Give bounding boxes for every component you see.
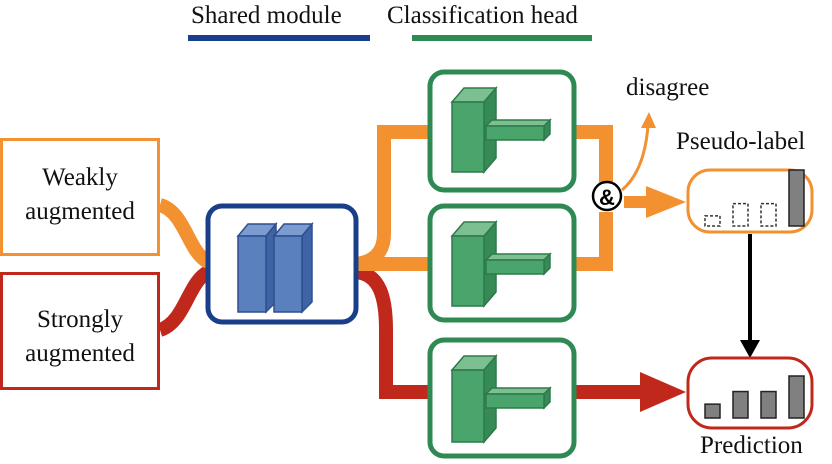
disagree-arrowhead	[641, 112, 656, 128]
combine-node	[591, 180, 623, 212]
strong-line-2: augmented	[25, 340, 135, 367]
prediction-title: Prediction	[700, 432, 803, 459]
shared-module-icon	[236, 221, 314, 314]
pred-bar-2	[732, 390, 749, 419]
supervision-arrowhead	[740, 340, 760, 358]
pseudo-bar-4	[788, 169, 805, 227]
disagree-label: disagree	[626, 74, 710, 101]
weak-to-head1-flow	[354, 125, 430, 271]
pseudo-bar-1	[704, 215, 721, 227]
pred-bar-4	[788, 375, 805, 419]
weak-input-label: Weakly augmented	[0, 161, 160, 229]
head1-out-flow	[574, 125, 613, 192]
pseudo-bar-3	[760, 202, 777, 227]
prediction-arrowhead	[640, 372, 686, 412]
legend-head-label: Classification head	[387, 2, 578, 29]
prediction-histogram	[704, 375, 805, 419]
combine-symbol: &	[599, 185, 615, 210]
weak-line-1: Weakly	[42, 164, 118, 191]
classification-head-1	[427, 69, 577, 193]
pred-bar-1	[704, 403, 721, 419]
head2-out-flow	[574, 212, 613, 271]
legend-shared-bar	[188, 35, 370, 41]
legend-head-bar	[412, 35, 592, 41]
strong-input-flow	[157, 265, 212, 337]
pred-bar-3	[760, 390, 777, 419]
strong-input-box	[0, 272, 160, 390]
strong-input-label: Strongly augmented	[0, 303, 160, 371]
strong-to-head-flow	[354, 265, 640, 399]
pseudo-arrowhead	[646, 186, 686, 218]
classification-head-3	[427, 337, 577, 459]
weak-line-2: augmented	[25, 198, 135, 225]
classification-head-2	[427, 203, 577, 323]
legend-shared-label: Shared module	[191, 2, 342, 29]
weak-input-flow	[157, 198, 212, 269]
pseudo-label-title: Pseudo-label	[676, 128, 806, 155]
strong-line-1: Strongly	[36, 306, 124, 333]
pseudo-label-histogram	[704, 169, 805, 227]
pseudo-bar-2	[732, 202, 749, 227]
disagree-flow	[621, 125, 650, 192]
weak-input-box	[0, 138, 160, 256]
